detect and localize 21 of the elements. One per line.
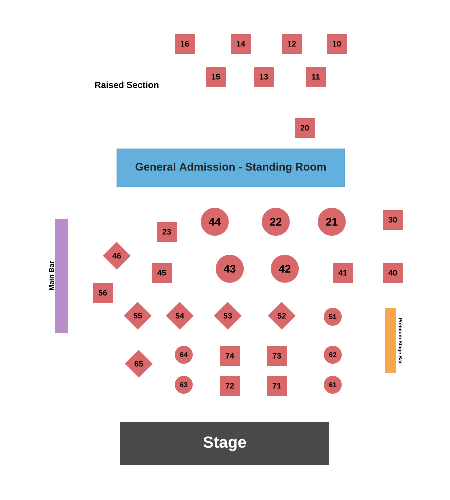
table-square: 11 [306, 67, 326, 87]
table-square: 14 [231, 34, 251, 54]
table-square: 40 [383, 263, 403, 283]
table-square: 13 [254, 67, 274, 87]
section-label: Raised Section [95, 82, 159, 88]
table-square: 41 [333, 263, 353, 283]
table-square: 30 [383, 210, 403, 230]
table-square: 16 [175, 34, 195, 54]
table-square: 20 [295, 118, 315, 138]
table-square: 10 [327, 34, 347, 54]
table-square: 23 [157, 222, 177, 242]
table-square: 74 [220, 346, 240, 366]
table-square: 45 [152, 263, 172, 283]
table-square: 71 [267, 376, 287, 396]
general-admission-area: General Admission - Standing Room [116, 148, 346, 188]
table-square: 73 [267, 346, 287, 366]
table-square: 56 [93, 283, 113, 303]
table-square: 12 [282, 34, 302, 54]
stage: Stage [120, 422, 330, 466]
table-square: 15 [206, 67, 226, 87]
table-square: 72 [220, 376, 240, 396]
